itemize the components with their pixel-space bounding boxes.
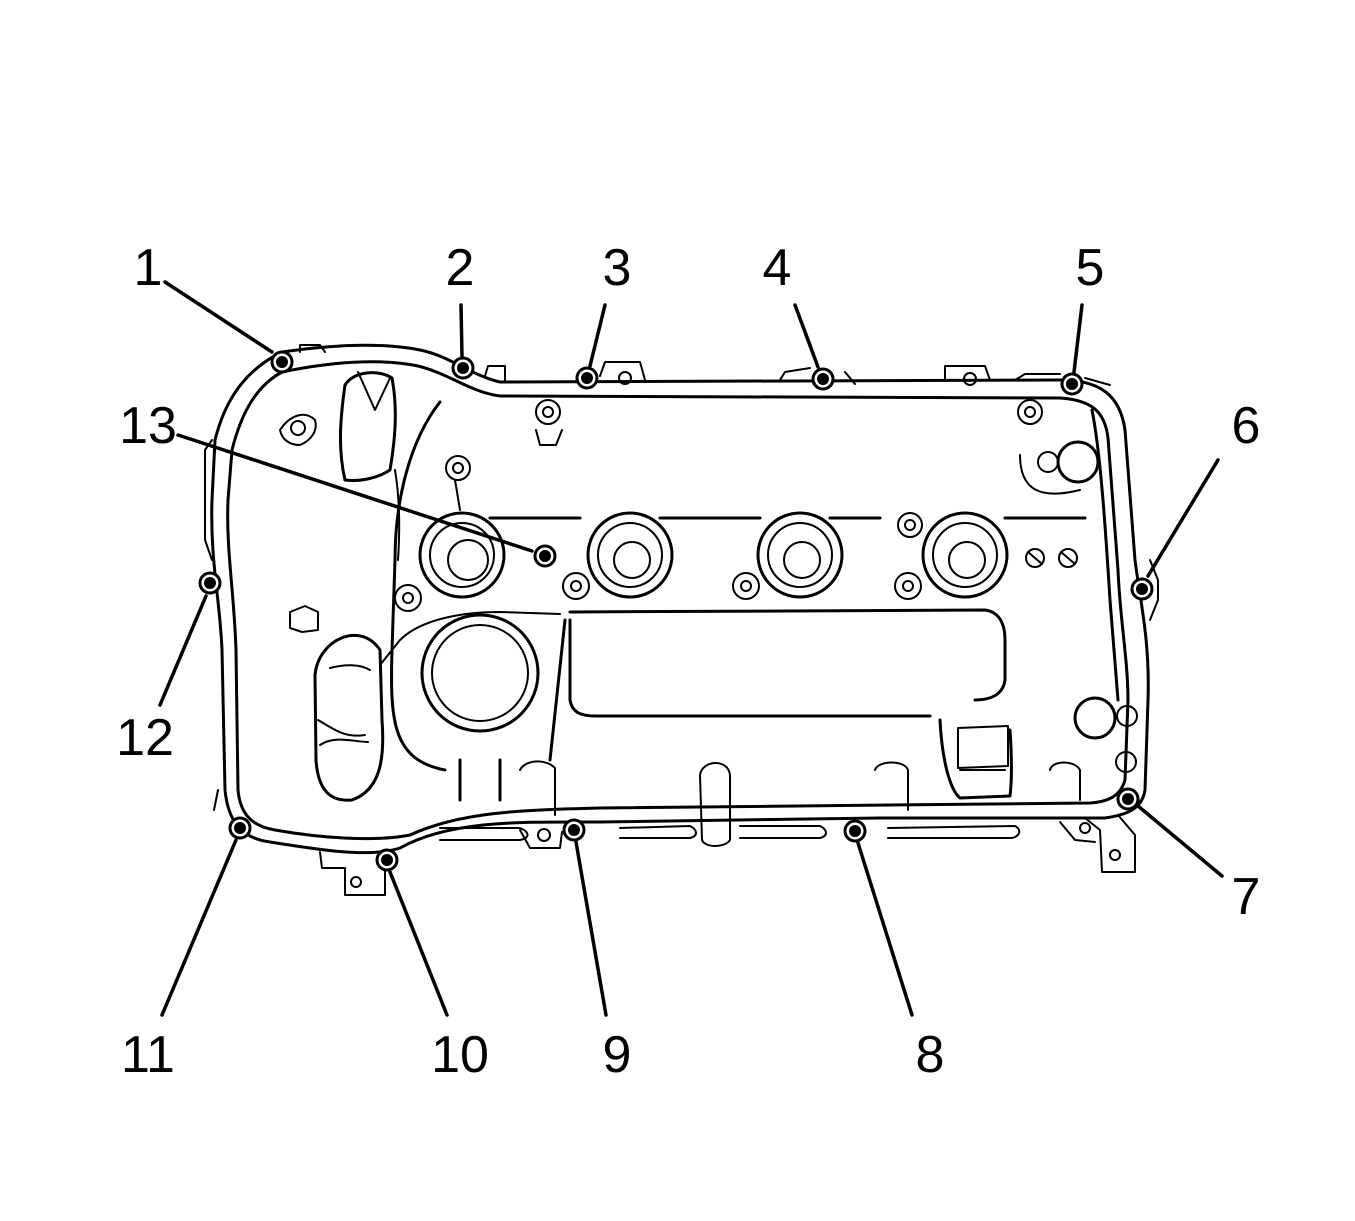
leader-line-9	[574, 840, 608, 1017]
callout-10: 10	[431, 1026, 489, 1084]
callout-8: 8	[916, 1026, 945, 1084]
leader-line-8	[856, 841, 914, 1017]
lower-ribs	[439, 758, 1081, 847]
callout-6: 6	[1232, 397, 1261, 455]
bolt-2-head	[457, 362, 469, 374]
bolt-8-head	[849, 825, 861, 837]
bolt-10-head	[381, 854, 393, 866]
leader-line-group	[158, 280, 1224, 1017]
callout-5: 5	[1076, 239, 1105, 297]
callout-3: 3	[603, 239, 632, 297]
bolt-4-head	[817, 373, 829, 385]
leader-line-12	[158, 594, 208, 707]
bolt-6-head	[1136, 583, 1148, 595]
bolt-9-head	[568, 824, 580, 836]
bolt-12-head	[204, 577, 216, 589]
baffle-panel	[420, 408, 1138, 800]
leader-line-3	[588, 303, 607, 368]
callout-11: 11	[121, 1026, 175, 1084]
bolt-3-head	[581, 372, 593, 384]
bolt-7-head	[1122, 793, 1134, 805]
spark-plug-wells	[394, 399, 1100, 612]
callout-9: 9	[603, 1026, 632, 1084]
bolt-group	[198, 350, 1154, 872]
callout-number-group: 1 2 3 4 5 6 7 8 9 10 11 12 13	[116, 239, 1260, 1084]
leader-line-6	[1146, 458, 1220, 578]
leader-line-4	[793, 303, 820, 369]
callout-2: 2	[446, 239, 475, 297]
left-breather-area	[279, 371, 561, 802]
callout-1: 1	[134, 239, 163, 297]
bolt-5-head	[1066, 378, 1078, 390]
leader-line-7	[1136, 804, 1224, 878]
callout-12: 12	[116, 709, 174, 767]
bolt-13-head	[539, 550, 551, 562]
callout-13: 13	[119, 397, 177, 455]
bolt-11-head	[234, 822, 246, 834]
leader-line-5	[1072, 303, 1084, 374]
leader-line-11	[160, 838, 238, 1017]
leader-line-10	[388, 870, 449, 1017]
leader-line-13	[176, 433, 534, 553]
bolt-1-head	[276, 356, 288, 368]
cover-outline	[204, 343, 1159, 896]
leader-line-2	[459, 303, 464, 358]
leader-line-1	[163, 280, 274, 354]
callout-7: 7	[1232, 868, 1261, 926]
callout-4: 4	[763, 239, 792, 297]
